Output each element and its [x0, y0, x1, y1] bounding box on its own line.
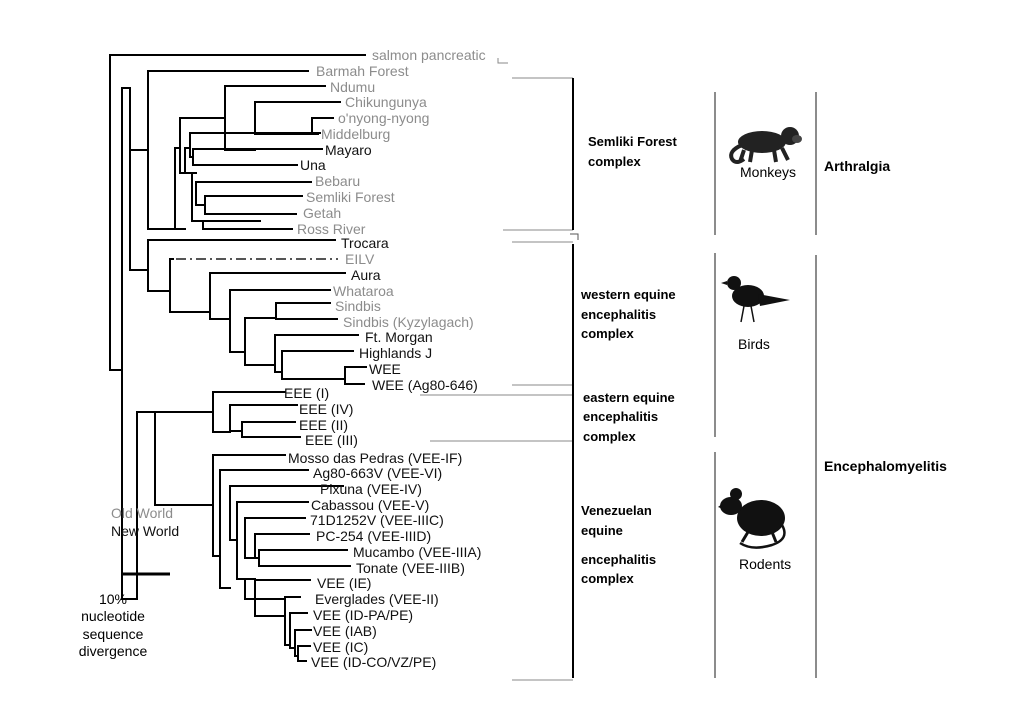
taxon-label: salmon pancreatic: [372, 47, 486, 63]
taxon-label: Cabassou (VEE-V): [311, 497, 429, 513]
rat-icon: [718, 488, 786, 549]
scale-label-3: sequence: [83, 626, 144, 642]
taxon-label: Mucambo (VEE-IIIA): [353, 544, 481, 560]
taxon-label: Mosso das Pedras (VEE-IF): [288, 450, 462, 466]
taxon-label: EEE (IV): [299, 401, 353, 417]
semliki-complex-label-1: Semliki Forest: [588, 134, 678, 149]
taxon-label: Ndumu: [330, 79, 375, 95]
bird-icon: [721, 276, 790, 323]
taxon-label: Getah: [303, 205, 341, 221]
wee-complex-label-2: encephalitis: [581, 307, 656, 322]
taxon-label: EILV: [345, 251, 375, 267]
taxon-label: 71D1252V (VEE-IIIC): [310, 512, 444, 528]
taxon-label: WEE (Ag80-646): [372, 377, 478, 393]
taxon-label: Middelburg: [321, 126, 390, 142]
legend-old-world: Old World: [111, 505, 173, 521]
taxon-label: Mayaro: [325, 142, 372, 158]
disease-encephalomyelitis-label: Encephalomyelitis: [824, 458, 947, 474]
taxon-label: EEE (II): [299, 417, 348, 433]
legend-new-world: New World: [111, 523, 179, 539]
taxon-label: Sindbis: [335, 298, 381, 314]
monkey-icon: [729, 127, 802, 164]
disease-arthralgia-label: Arthralgia: [824, 158, 890, 174]
host-birds-label: Birds: [738, 336, 770, 352]
host-rodents-label: Rodents: [739, 556, 791, 572]
vee-complex-label-3: encephalitis: [581, 552, 656, 567]
wee-complex-label-3: complex: [581, 326, 635, 341]
taxon-label: VEE (IAB): [313, 623, 377, 639]
scale-label-4: divergence: [79, 643, 148, 659]
host-monkeys-label: Monkeys: [740, 164, 796, 180]
eee-complex-label-3: complex: [583, 429, 637, 444]
taxon-label: VEE (ID-CO/VZ/PE): [311, 654, 436, 670]
taxon-label: Una: [300, 157, 326, 173]
taxon-label: Chikungunya: [345, 94, 427, 110]
taxon-label: Aura: [351, 267, 381, 283]
taxon-label: EEE (III): [305, 432, 358, 448]
vee-complex-label-2: equine: [581, 523, 623, 538]
taxon-label: Ft. Morgan: [365, 329, 433, 345]
taxon-label: WEE: [369, 361, 401, 377]
taxon-label: VEE (IC): [313, 639, 368, 655]
eee-complex-label-1: eastern equine: [583, 390, 675, 405]
taxon-label: Pixuna (VEE-IV): [320, 481, 422, 497]
scale-label-1: 10%: [99, 591, 127, 607]
eee-complex-label-2: encephalitis: [583, 409, 658, 424]
taxon-label: Barmah Forest: [316, 63, 409, 79]
taxon-label: Ross River: [297, 221, 366, 237]
wee-complex-label-1: western equine: [580, 287, 676, 302]
vee-complex-label-1: Venezuelan: [581, 503, 652, 518]
taxon-label: Highlands J: [359, 345, 432, 361]
taxon-label: Sindbis (Kyzylagach): [343, 314, 474, 330]
taxon-label: VEE (ID-PA/PE): [313, 607, 413, 623]
taxon-label: VEE (IE): [317, 575, 371, 591]
taxon-label: Ag80-663V (VEE-VI): [313, 465, 442, 481]
tree-branches: [109, 54, 367, 662]
taxon-label: Everglades (VEE-II): [315, 591, 439, 607]
taxon-label: Tonate (VEE-IIIB): [356, 560, 465, 576]
scale-label-2: nucleotide: [81, 608, 145, 624]
taxon-label: Semliki Forest: [306, 189, 395, 205]
taxon-label: Trocara: [341, 235, 389, 251]
semliki-complex-label-2: complex: [588, 154, 642, 169]
taxon-label: PC-254 (VEE-IIID): [316, 528, 431, 544]
taxon-label: Bebaru: [315, 173, 360, 189]
taxon-label: EEE (I): [284, 385, 329, 401]
taxon-label: Whataroa: [333, 283, 394, 299]
taxon-label: o'nyong-nyong: [338, 110, 429, 126]
connector-lines: [420, 58, 579, 681]
vee-complex-label-4: complex: [581, 571, 635, 586]
